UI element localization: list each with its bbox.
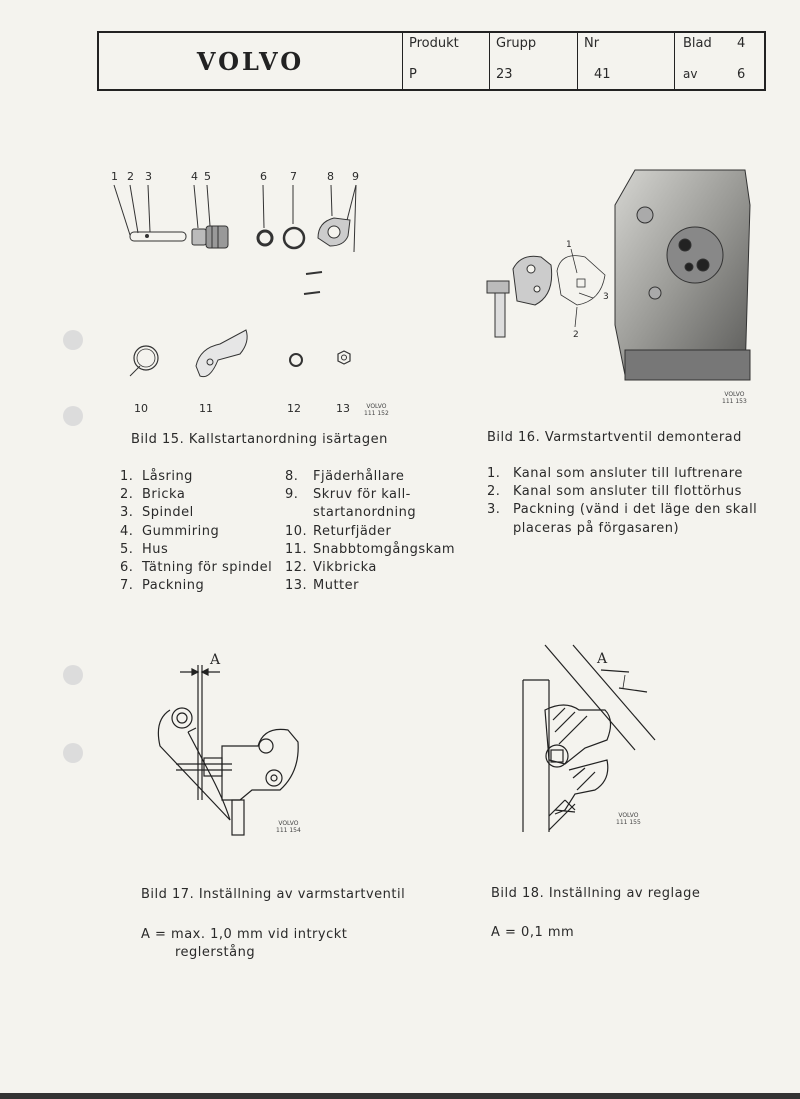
- nr-value: 41: [594, 67, 611, 82]
- list-item: 1.Låsring: [120, 469, 193, 484]
- list-item: 8.Fjäderhållare: [285, 469, 405, 484]
- list-item: 2.Kanal som ansluter till flottörhus: [487, 484, 742, 500]
- list-item: 5.Hus: [120, 541, 169, 557]
- specification-note: A = 0,1 mm: [491, 925, 575, 940]
- volvo-stamp: VOLVO 111 152: [364, 403, 389, 417]
- list-item: 1.Kanal som ansluter till luftrenare: [487, 466, 743, 481]
- list-item: 6.Tätning för spindel: [120, 560, 273, 576]
- part-number: 1: [111, 170, 118, 183]
- av-value: 6: [737, 67, 746, 82]
- list-item: 3.Spindel: [120, 505, 194, 521]
- list-item: 7.Packning: [120, 578, 205, 594]
- volvo-stamp: VOLVO 111 153: [722, 391, 747, 405]
- control-adjustment-diagram: [522, 644, 656, 832]
- specification-note: A = max. 1,0 mm vid intryckt reglerstång: [141, 927, 348, 960]
- grupp-value: 23: [496, 67, 513, 82]
- grupp-label: Grupp: [496, 36, 537, 51]
- list-item-continuation: placeras på förgasaren): [513, 520, 680, 536]
- document-header: VOLVO Produkt P Grupp 23 Nr 41 Blad 4 av…: [97, 31, 766, 91]
- figure-caption: Bild 16. Varmstartventil demonterad: [487, 430, 742, 445]
- exploded-parts-illustration: [113, 184, 357, 378]
- blad-label: Blad: [683, 36, 712, 51]
- volvo-logo: VOLVO: [196, 46, 305, 76]
- header-blad: Blad 4 av 6: [674, 33, 764, 89]
- produkt-value: P: [409, 67, 417, 82]
- nr-label: Nr: [584, 36, 600, 51]
- list-item: 12.Vikbricka: [285, 560, 377, 576]
- dimension-label: A: [597, 651, 608, 667]
- figure-caption: Bild 17. Inställning av varmstartventil: [141, 887, 406, 902]
- list-item: 2.Bricka: [120, 487, 186, 503]
- list-item: 9.Skruv för kall-: [285, 487, 411, 503]
- figure-caption: Bild 15. Kallstartanordning isärtagen: [131, 432, 388, 447]
- callout-number: 3: [603, 292, 609, 302]
- parts-legend-left: 1.Låsring 2.Bricka 3.Spindel 4.Gummiring…: [120, 468, 285, 595]
- channel-legend: 1.Kanal som ansluter till luftrenare 2.K…: [487, 465, 777, 538]
- part-number: 3: [145, 170, 152, 183]
- av-label: av: [683, 67, 698, 81]
- part-number: 8: [327, 170, 334, 183]
- part-number: 6: [260, 170, 267, 183]
- figure-caption: Bild 18. Inställning av reglage: [491, 886, 701, 901]
- punch-hole: [63, 743, 83, 763]
- punch-hole: [63, 406, 83, 426]
- part-number: 2: [127, 170, 134, 183]
- produkt-label: Produkt: [409, 36, 459, 51]
- part-number: 13: [336, 402, 350, 415]
- part-number: 11: [199, 402, 213, 415]
- header-produkt: Produkt P: [402, 33, 489, 89]
- warm-start-valve-adjustment-diagram: [157, 665, 299, 836]
- carburettor-photo: [486, 169, 751, 381]
- part-number: 4: [191, 170, 198, 183]
- part-number: 9: [352, 170, 359, 183]
- part-number: 5: [204, 170, 211, 183]
- list-item: 10.Returfjäder: [285, 523, 392, 539]
- punch-hole: [63, 330, 83, 350]
- volvo-stamp: VOLVO 111 154: [276, 820, 301, 834]
- list-item: 3.Packning (vänd i det läge den skall: [487, 502, 758, 518]
- parts-legend-right: 8.Fjäderhållare 9.Skruv för kall- starta…: [285, 468, 455, 595]
- list-item: 4.Gummiring: [120, 523, 220, 539]
- part-number: 7: [290, 170, 297, 183]
- callout-number: 1: [566, 240, 572, 250]
- list-item: 11.Snabbtomgångskam: [285, 541, 456, 557]
- volvo-stamp: VOLVO 111 155: [616, 812, 641, 826]
- header-nr: Nr 41: [577, 33, 674, 89]
- blad-value: 4: [737, 36, 746, 51]
- punch-hole: [63, 665, 83, 685]
- part-number: 12: [287, 402, 301, 415]
- dimension-label: A: [210, 652, 221, 668]
- list-item: 13.Mutter: [285, 578, 359, 594]
- callout-number: 2: [573, 330, 579, 340]
- scan-edge: [0, 1093, 800, 1099]
- list-item-continuation: startanordning: [313, 505, 417, 521]
- header-grupp: Grupp 23: [489, 33, 577, 89]
- part-number: 10: [134, 402, 148, 415]
